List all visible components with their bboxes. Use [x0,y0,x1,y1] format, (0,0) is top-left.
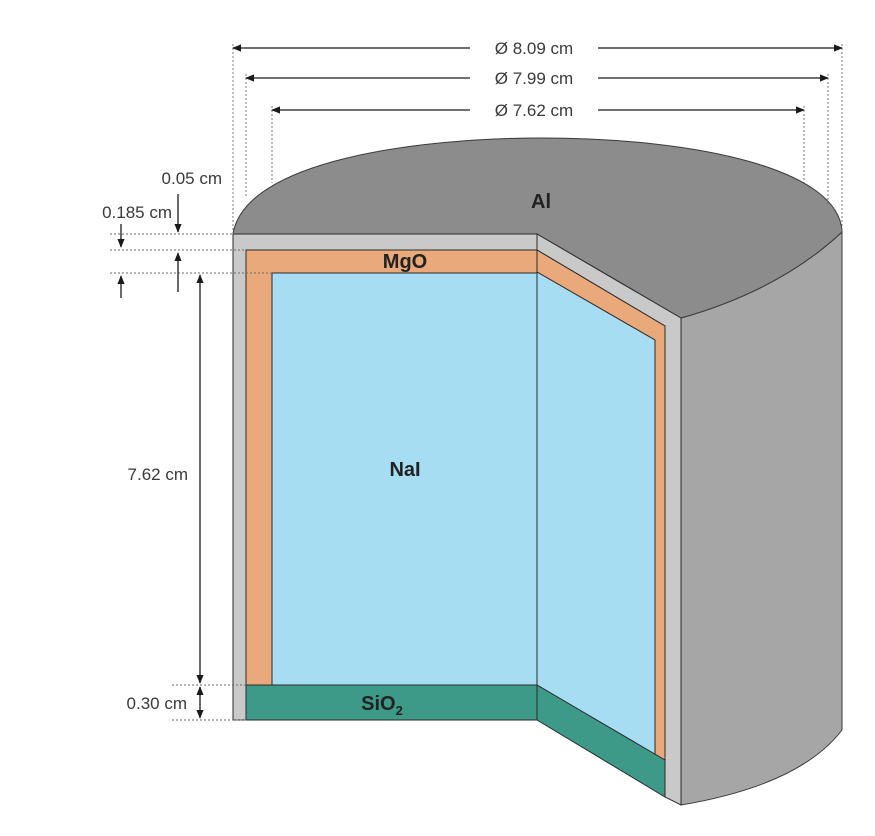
label-sio2: SiO2 [361,693,403,718]
aluminum-outer-side [680,230,843,806]
dim-inner-diameter: Ø 7.99 cm [495,69,573,88]
nai-front [271,272,538,686]
dim-crystal-diameter: Ø 7.62 cm [495,101,573,120]
dim-mgo-thickness: 0.185 cm [102,203,172,222]
dim-outer-diameter: Ø 8.09 cm [495,39,573,58]
dim-sio2-thickness: 0.30 cm [127,694,187,713]
nai-back [536,271,656,756]
label-mgo: MgO [383,251,427,273]
label-nai: NaI [389,459,420,481]
label-al: Al [531,191,551,213]
dim-al-thickness: 0.05 cm [162,169,222,188]
dim-crystal-height: 7.62 cm [128,465,188,484]
aluminum-top-cap [232,137,843,319]
